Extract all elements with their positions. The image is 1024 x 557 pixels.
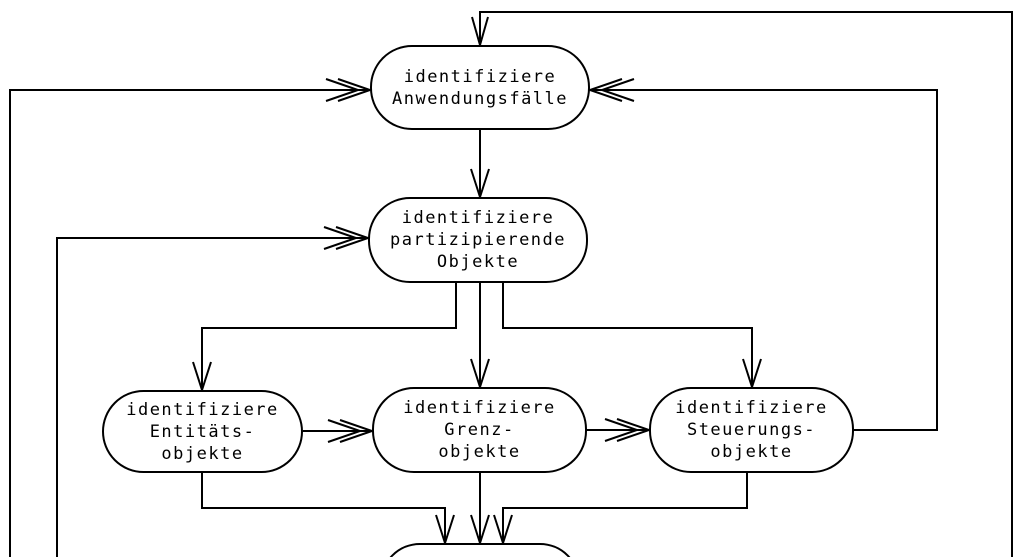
node-label: identifiziere Grenz- objekte xyxy=(374,397,585,463)
node-label-line: objekte xyxy=(161,443,244,464)
node-label-line: Entitäts- xyxy=(149,421,256,442)
edge-boundary-to-bottom xyxy=(470,473,490,547)
edge-control-to-use-cases xyxy=(586,78,938,431)
node-label: identifiziere Steuerungs- objekte xyxy=(651,397,852,463)
node-identify-entity-objects: identifiziere Entitäts- objekte xyxy=(102,390,303,473)
edge-entity-to-boundary xyxy=(303,419,376,443)
edge-loop-left-into-use-cases xyxy=(9,78,374,557)
node-label-line: Grenz- xyxy=(444,420,515,440)
node-label: identifiziere partizipierende Objekte xyxy=(370,207,586,273)
node-label-line: identifiziere xyxy=(126,399,279,420)
node-label-line: objekte xyxy=(710,442,793,462)
node-label-line: identifiziere xyxy=(675,398,828,418)
node-label-line: Objekte xyxy=(436,252,520,272)
node-label-line: identifiziere xyxy=(403,398,556,418)
edge-control-to-bottom xyxy=(493,473,748,547)
edge-participating-to-boundary xyxy=(470,283,490,391)
node-label-line: Steuerungs- xyxy=(686,420,817,440)
edge-participating-to-control xyxy=(502,283,762,391)
node-label-line: Anwendungsfälle xyxy=(391,88,569,109)
node-label-line: objekte xyxy=(438,442,521,462)
node-identify-participating-objects: identifiziere partizipierende Objekte xyxy=(368,197,588,283)
edge-participating-to-entity xyxy=(192,283,457,394)
node-label-line: identifiziere xyxy=(403,66,557,87)
node-label: identifiziere Anwendungsfälle xyxy=(372,66,588,110)
edge-boundary-to-control xyxy=(587,418,653,442)
node-label-line: identifiziere xyxy=(401,208,555,228)
node-identify-control-objects: identifiziere Steuerungs- objekte xyxy=(649,387,854,473)
node-partially-visible-bottom xyxy=(380,543,580,557)
node-label-line: partizipierende xyxy=(389,230,567,250)
node-identify-boundary-objects: identifiziere Grenz- objekte xyxy=(372,387,587,473)
edge-use-cases-to-participating xyxy=(470,130,490,201)
node-label: identifiziere Entitäts- objekte xyxy=(104,399,301,465)
edge-entity-to-bottom xyxy=(201,473,455,547)
node-identify-use-cases: identifiziere Anwendungsfälle xyxy=(370,45,590,130)
